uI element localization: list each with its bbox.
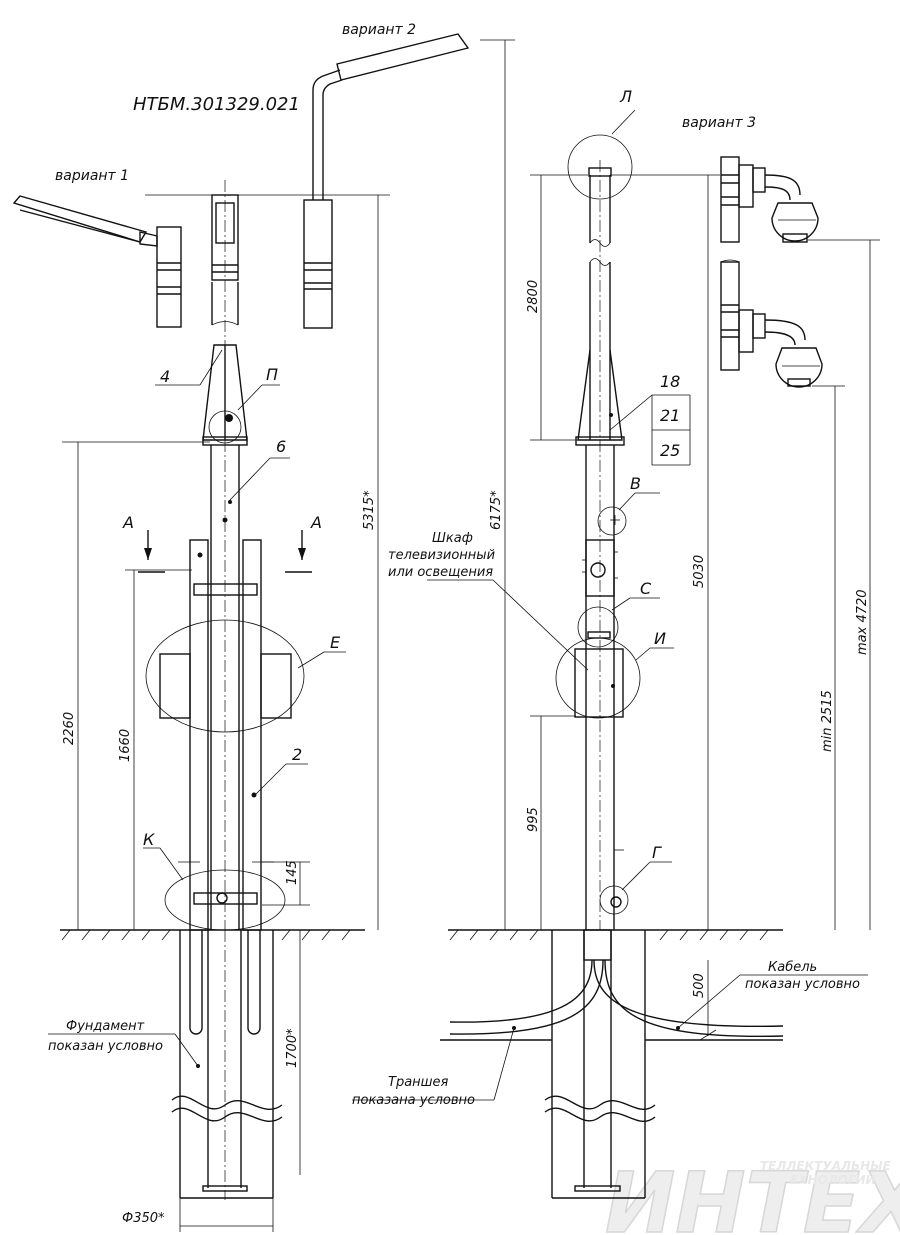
watermark-line2: ЕХНОЛОГИИ (790, 1173, 876, 1187)
labels-right: вариант 3 Л 18 21 25 В С И Г Шкаф телеви… (352, 87, 870, 1108)
detail-circles-right (567, 134, 633, 915)
dim-145: 145 (285, 860, 300, 885)
callout-S: С (640, 579, 652, 598)
pole-shaft-left (210, 180, 240, 930)
foundation-right (544, 929, 656, 1199)
variant1-label: вариант 1 (55, 168, 129, 184)
callout-K: К (143, 830, 155, 849)
pole-right (575, 160, 625, 930)
callout-E: Е (330, 633, 341, 652)
labels-left: НТБМ.301329.021 вариант 1 вариант 2 4 П … (48, 22, 416, 1226)
callout-P: П (266, 365, 278, 384)
variant2-luminaire (303, 33, 470, 329)
callout-stack-right (609, 394, 691, 466)
callout-G: Г (652, 843, 662, 862)
dim-2260: 2260 (62, 712, 77, 745)
variant3-label: вариант 3 (682, 115, 756, 131)
callout-2: 2 (292, 745, 302, 764)
detail-k-ellipse (164, 869, 286, 931)
foundation-left (171, 930, 283, 1199)
dimensions-right (480, 39, 880, 1041)
watermark-logo-text: ИНТЕХ (605, 1154, 900, 1235)
callout-L: Л (619, 87, 632, 106)
watermark-line1: ТЕЛЛЕКТУАЛЬНЫЕ (760, 1159, 892, 1173)
ground-right (440, 929, 783, 1041)
dim-1660: 1660 (118, 729, 133, 762)
callout-4: 4 (160, 367, 170, 386)
dim-2800: 2800 (526, 280, 541, 313)
leaders-left (48, 349, 346, 1068)
callout-I: И (654, 629, 666, 648)
camera-upper (720, 156, 819, 243)
dim-min-2515: min 2515 (820, 690, 835, 752)
cabinet-right (555, 637, 641, 719)
dim-995: 995 (526, 807, 541, 832)
doc-code: НТБМ.301329.021 (133, 94, 300, 115)
dim-max-4720: max 4720 (855, 589, 870, 655)
callout-6: 6 (276, 437, 286, 456)
anchor-rods-left (189, 930, 261, 1200)
callout-18: 18 (660, 372, 680, 391)
trench-note-1: Траншея (388, 1075, 449, 1090)
cabinet-note-2: телевизионный (388, 548, 495, 563)
section-A-left: А (122, 513, 134, 532)
cable-note-1: Кабель (768, 960, 817, 975)
section-A-right: А (310, 513, 322, 532)
variant1-luminaire (12, 195, 182, 328)
ground-left (60, 929, 365, 941)
dim-diameter: Ф350* (122, 1211, 165, 1226)
cable-right (449, 959, 784, 1038)
leaders-right (352, 109, 868, 1101)
camera-lower (720, 259, 823, 388)
callout-25: 25 (660, 441, 680, 460)
dim-1700: 1700* (285, 1028, 300, 1068)
dim-5315: 5315* (362, 490, 377, 530)
right-view: вариант 3 Л 18 21 25 В С И Г Шкаф телеви… (352, 39, 880, 1199)
foundation-note-2: показан условно (48, 1039, 163, 1054)
trench-note-2: показана условно (352, 1093, 475, 1108)
dimensions-left (62, 194, 390, 1232)
dim-6175: 6175* (489, 490, 504, 530)
top-bracket-left (202, 344, 248, 446)
cabinet-note-3: или освещения (388, 565, 493, 580)
left-view: НТБМ.301329.021 вариант 1 вариант 2 4 П … (12, 22, 470, 1232)
callout-21: 21 (660, 406, 680, 425)
callout-V: В (630, 474, 641, 493)
mount-frame-left (178, 500, 274, 931)
detail-e-left (145, 619, 305, 733)
watermark-logo: ИНТЕХ ТЕЛЛЕКТУАЛЬНЫЕ ЕХНОЛОГИИ (604, 1153, 900, 1235)
cable-note-2: показан условно (745, 977, 860, 992)
foundation-note-1: Фундамент (66, 1019, 145, 1034)
variant2-label: вариант 2 (342, 22, 416, 38)
cabinet-note-1: Шкаф (432, 531, 473, 546)
dim-5030: 5030 (692, 555, 707, 588)
dim-500: 500 (692, 973, 707, 998)
